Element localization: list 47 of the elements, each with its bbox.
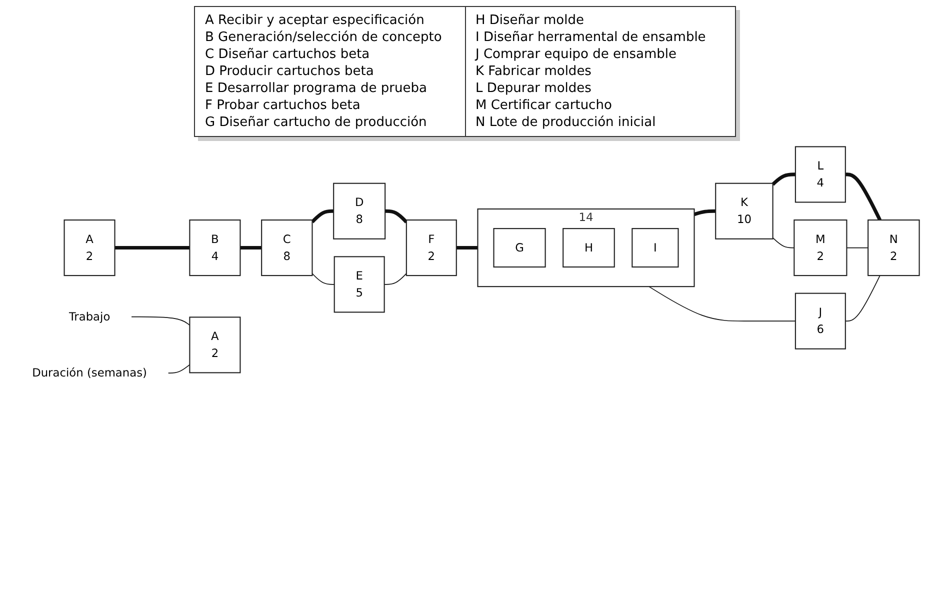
node-box: N 2 [868, 219, 920, 276]
key-entry: J Comprar equipo de ensamble [476, 46, 678, 63]
key-entry: B Generación/selección de concepto [205, 29, 443, 46]
key-entry: I Diseñar herramental de ensamble [476, 29, 707, 46]
connector [845, 172, 882, 221]
connector [648, 286, 796, 322]
key-entry: N Lote de producción inicial [476, 114, 657, 131]
connector [168, 364, 190, 374]
key-entry: F Probar cartuchos beta [205, 97, 362, 114]
node-box: I [632, 228, 679, 268]
node-box: K 10 [715, 182, 774, 240]
connector [385, 209, 408, 224]
connector [384, 273, 407, 285]
key-entry: K Fabricar moldes [476, 63, 592, 80]
connector [312, 273, 335, 285]
key-entry: D Producir cartuchos beta [205, 63, 375, 80]
node-box: A 2 [189, 316, 241, 374]
node-box: C 8 [261, 219, 313, 276]
key-entry: G Diseñar cartucho de producción [205, 114, 428, 131]
node-box: H [562, 228, 615, 268]
connector [456, 246, 478, 250]
node-text: Trabajo [68, 310, 110, 324]
node-box: G [493, 228, 546, 268]
node-box: M 2 [794, 219, 848, 276]
connector [844, 275, 880, 322]
key-entry: M Certificar cartucho [476, 97, 613, 114]
node-box: L 4 [794, 146, 846, 203]
node-box: J 6 [794, 292, 846, 350]
connector [114, 246, 190, 250]
connector [310, 209, 334, 224]
node-box: D 8 [333, 182, 386, 240]
key-entry: H Diseñar molde [476, 12, 585, 29]
node-box: A 2 [64, 219, 116, 276]
connector [846, 247, 868, 248]
key-entry: E Desarrollar programa de prueba [205, 80, 428, 97]
connector [772, 172, 796, 186]
node-box: B 4 [189, 219, 241, 276]
node-box: E 5 [334, 256, 385, 313]
node-box: F 2 [406, 219, 457, 276]
key-entry: C Diseñar cartuchos beta [205, 46, 371, 63]
key-entry: L Depurar moldes [476, 80, 592, 97]
key-entry: A Recibir y aceptar especificación [205, 12, 426, 29]
node-text: Duración (semanas) [32, 366, 147, 380]
connector [694, 209, 716, 216]
connector [131, 316, 190, 326]
connector [772, 237, 795, 248]
connector [240, 246, 262, 250]
